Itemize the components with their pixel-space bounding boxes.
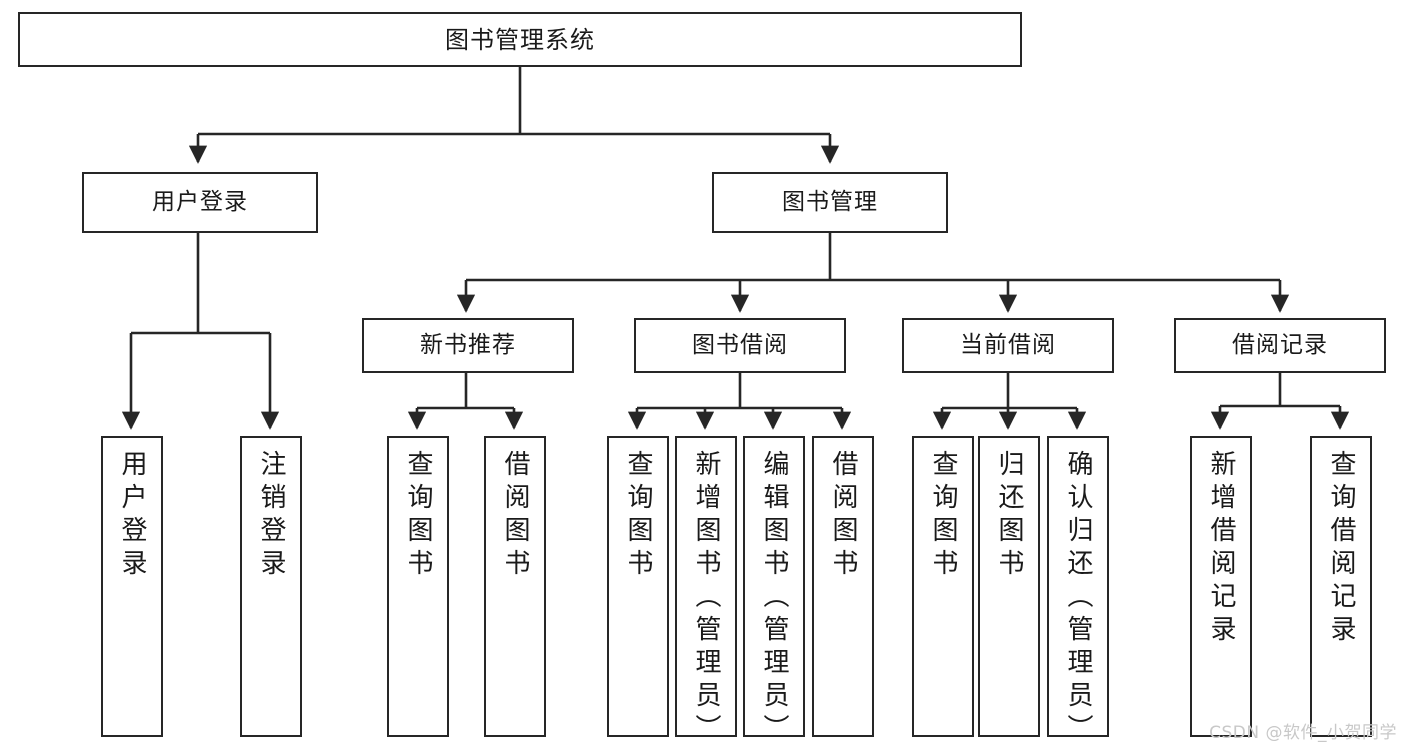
node-leaf-query-book-2[interactable]: 查询图书 <box>607 436 669 737</box>
node-book-manage-label: 图书管理 <box>782 189 878 215</box>
node-current-borrow-label: 当前借阅 <box>960 332 1056 358</box>
node-book-manage[interactable]: 图书管理 <box>712 172 948 233</box>
node-leaf-borrow-book-1-label: 借阅图书 <box>500 450 530 582</box>
node-leaf-add-book-label: 新增图书（管理员） <box>691 450 721 747</box>
node-leaf-borrow-book-2-label: 借阅图书 <box>828 450 858 582</box>
node-leaf-query-book-2-label: 查询图书 <box>623 450 653 582</box>
node-leaf-query-record[interactable]: 查询借阅记录 <box>1310 436 1372 737</box>
node-leaf-query-book-3-label: 查询图书 <box>928 450 958 582</box>
node-leaf-logout[interactable]: 注销登录 <box>240 436 302 737</box>
node-user-login-label: 用户登录 <box>152 189 248 215</box>
node-root[interactable]: 图书管理系统 <box>18 12 1022 67</box>
node-leaf-return-book-label: 归还图书 <box>994 450 1024 582</box>
node-current-borrow[interactable]: 当前借阅 <box>902 318 1114 373</box>
node-book-borrow-label: 图书借阅 <box>692 332 788 358</box>
node-book-borrow[interactable]: 图书借阅 <box>634 318 846 373</box>
node-leaf-add-record-label: 新增借阅记录 <box>1206 450 1236 648</box>
node-leaf-user-login[interactable]: 用户登录 <box>101 436 163 737</box>
node-leaf-query-book-1[interactable]: 查询图书 <box>387 436 449 737</box>
node-leaf-logout-label: 注销登录 <box>256 450 286 582</box>
node-leaf-add-record[interactable]: 新增借阅记录 <box>1190 436 1252 737</box>
csdn-watermark: CSDN @软件_小贺同学 <box>1209 723 1397 743</box>
node-leaf-user-login-label: 用户登录 <box>117 450 147 582</box>
node-leaf-query-book-1-label: 查询图书 <box>403 450 433 582</box>
node-new-book-rec-label: 新书推荐 <box>420 332 516 358</box>
node-borrow-record[interactable]: 借阅记录 <box>1174 318 1386 373</box>
node-leaf-return-book[interactable]: 归还图书 <box>978 436 1040 737</box>
node-leaf-add-book[interactable]: 新增图书（管理员） <box>675 436 737 747</box>
node-new-book-rec[interactable]: 新书推荐 <box>362 318 574 373</box>
node-user-login[interactable]: 用户登录 <box>82 172 318 233</box>
node-leaf-query-book-3[interactable]: 查询图书 <box>912 436 974 737</box>
node-leaf-edit-book-label: 编辑图书（管理员） <box>759 450 789 747</box>
node-leaf-query-record-label: 查询借阅记录 <box>1326 450 1356 648</box>
node-leaf-confirm-return-label: 确认归还（管理员） <box>1063 450 1093 747</box>
node-root-label: 图书管理系统 <box>445 25 595 54</box>
node-leaf-confirm-return[interactable]: 确认归还（管理员） <box>1047 436 1109 747</box>
node-leaf-borrow-book-1[interactable]: 借阅图书 <box>484 436 546 737</box>
node-borrow-record-label: 借阅记录 <box>1232 332 1328 358</box>
node-leaf-edit-book[interactable]: 编辑图书（管理员） <box>743 436 805 747</box>
node-leaf-borrow-book-2[interactable]: 借阅图书 <box>812 436 874 737</box>
